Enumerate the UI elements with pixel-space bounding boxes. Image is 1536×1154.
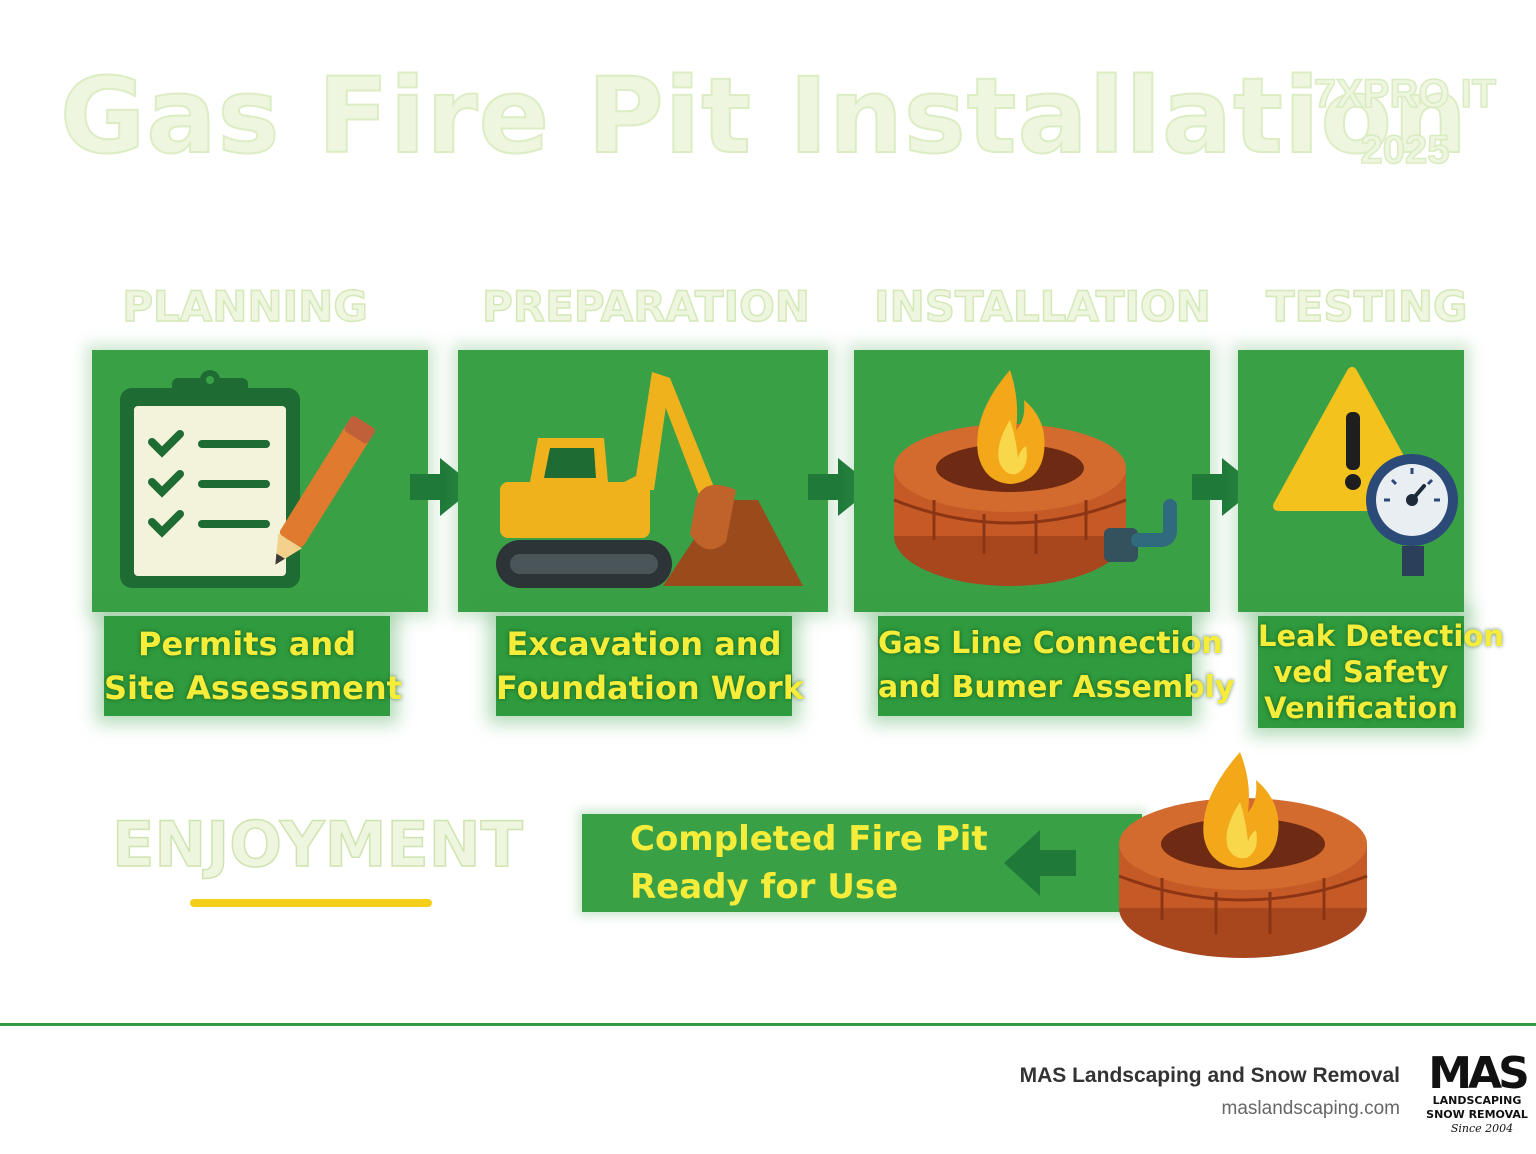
caption-line: Ready for Use <box>630 867 899 907</box>
phase-label-enjoyment: ENJOYMENT <box>111 807 523 882</box>
badge-line-1: 7XPRO IT <box>1313 71 1497 117</box>
step-caption-planning: Permits and Site Assessment <box>104 616 402 716</box>
right-arrow-icon <box>808 458 874 516</box>
step-panel-preparation <box>458 350 828 612</box>
enjoyment-underline <box>190 899 432 907</box>
caption-line: Gas Line Connection <box>878 626 1223 661</box>
website-link[interactable]: maslandscaping.com <box>1221 1098 1400 1119</box>
step-caption-preparation: Excavation and Foundation Work <box>496 616 804 716</box>
caption-line: and Bumer Assembly <box>878 670 1235 705</box>
phase-label-planning: PLANNING <box>121 281 368 332</box>
phase-label-installation: INSTALLATION <box>873 281 1211 332</box>
caption-line: Permits and <box>137 625 356 663</box>
caption-line: Completed Fire Pit <box>630 819 988 859</box>
footer-divider <box>0 1023 1536 1026</box>
final-step-banner: Completed Fire Pit Ready for Use <box>582 814 1142 912</box>
warning-gauge-icon <box>1273 367 1458 576</box>
caption-line: Venification <box>1264 691 1458 725</box>
right-arrow-icon <box>410 458 476 516</box>
step-panel-testing <box>1238 350 1464 612</box>
fire-pit-icon <box>893 370 1177 586</box>
phase-label-testing: TESTING <box>1265 281 1468 332</box>
page-title: Gas Fire Pit Installation <box>59 54 1469 178</box>
caption-line: Excavation and <box>506 625 782 663</box>
step-panel-installation <box>854 350 1210 612</box>
left-arrow-icon <box>1004 830 1076 896</box>
logo-line-3: SNOW REMOVAL <box>1426 1108 1528 1121</box>
company-name: MAS Landscaping and Snow Removal <box>1019 1064 1400 1087</box>
logo-since: Since 2004 <box>1451 1122 1513 1135</box>
logo-text: MAS <box>1428 1048 1527 1099</box>
caption-line: Foundation Work <box>496 669 804 707</box>
caption-line: Leak Detection <box>1258 619 1504 653</box>
caption-line: Site Assessment <box>104 669 402 707</box>
clipboard-checklist-icon <box>120 370 375 588</box>
phase-label-preparation: PREPARATION <box>481 281 810 332</box>
step-panel-planning <box>92 350 428 612</box>
step-caption-testing: Leak Detection ved Safety Venification <box>1258 616 1504 728</box>
final-step-caption: Completed Fire Pit Ready for Use <box>630 814 988 912</box>
logo-line-2: LANDSCAPING <box>1433 1094 1522 1107</box>
badge-line-2: 2025 <box>1360 127 1450 173</box>
company-logo: MAS LANDSCAPING SNOW REMOVAL Since 2004 <box>1426 1048 1531 1135</box>
excavator-icon <box>496 372 803 588</box>
caption-line: ved Safety <box>1273 655 1449 689</box>
right-arrow-icon <box>1192 458 1258 516</box>
title-badge: 7XPRO IT 2025 <box>1300 66 1510 178</box>
fire-pit-icon <box>1118 752 1368 958</box>
step-caption-installation: Gas Line Connection and Bumer Assembly <box>878 616 1235 716</box>
